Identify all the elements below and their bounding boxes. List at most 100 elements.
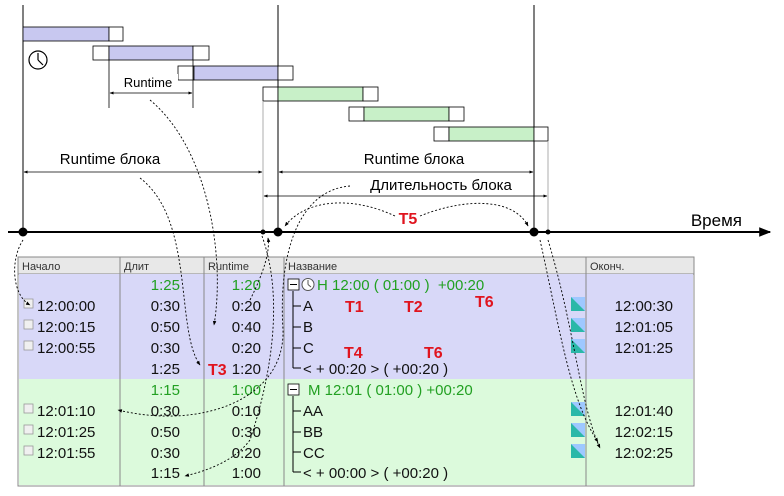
block2-row-bb[interactable]: 12:01:25 0:50 0:30 BB 12:02:15 <box>23 423 673 441</box>
row-end: 12:00:30 <box>615 298 673 315</box>
task-bar-a <box>22 26 110 42</box>
header-runtime[interactable]: Runtime <box>208 261 249 273</box>
time-axis-label: Время <box>691 211 742 230</box>
block2-row-aa[interactable]: 12:01:10 0:30 0:10 AA 12:01:40 <box>23 402 673 420</box>
task-bar-aa-tail <box>362 86 379 102</box>
axis-point-block2-start <box>273 227 283 237</box>
row-start: 12:01:55 <box>37 445 95 462</box>
block2-tree-lines <box>292 396 301 473</box>
row-checkbox[interactable] <box>23 340 34 351</box>
axis-point-block2-end <box>545 229 551 235</box>
row-start: 12:00:15 <box>37 319 95 336</box>
duration-block-label: Длительность блока <box>370 177 512 194</box>
runtime-block-right-label: Runtime блока <box>364 151 465 168</box>
row-end: 12:02:15 <box>615 424 673 441</box>
marker-t2: T2 <box>404 299 423 316</box>
t5-arrow-right <box>419 202 529 227</box>
row-end: 12:01:25 <box>615 340 673 357</box>
row-name: AA <box>303 403 323 420</box>
row-status-icon <box>571 318 585 332</box>
row-duration: 0:30 <box>151 298 180 315</box>
column-separators <box>119 257 587 486</box>
row-runtime: 0:10 <box>232 403 261 420</box>
row-end: 12:01:40 <box>615 403 673 420</box>
block1-footer-name: < + 00:20 > ( +00:20 ) <box>303 361 448 378</box>
row-checkbox[interactable] <box>23 424 34 435</box>
row-start: 12:01:25 <box>37 424 95 441</box>
block2-footer-runtime: 1:00 <box>232 465 261 482</box>
header-duration[interactable]: Длит <box>124 261 149 273</box>
row-duration: 0:30 <box>151 403 180 420</box>
row-start: 12:00:00 <box>37 298 95 315</box>
header-name[interactable]: Название <box>288 261 337 273</box>
task-bar-b-tail <box>192 45 210 61</box>
block2-row-cc[interactable]: 12:01:55 0:30 0:20 CC 12:02:25 <box>23 444 673 462</box>
connector-duration-to-row <box>117 185 351 417</box>
task-bar-c-pre <box>177 65 195 81</box>
block2-collapse-toggle[interactable] <box>287 383 300 396</box>
connector-runtime-block-to-t3 <box>139 177 201 366</box>
t5-marker: T5 <box>399 211 418 228</box>
row-runtime: 0:40 <box>232 319 261 336</box>
row-checkbox[interactable] <box>23 319 34 330</box>
axis-point-start <box>18 227 28 237</box>
block1-collapse-toggle[interactable] <box>287 278 300 291</box>
row-status-icon <box>571 402 585 416</box>
connector-axis-to-end2 <box>547 239 601 449</box>
row-runtime: 0:30 <box>232 424 261 441</box>
row-name: A <box>303 298 313 315</box>
block1-row-b[interactable]: 12:00:15 0:50 0:40 B 12:01:05 <box>23 318 673 336</box>
block1-clock-icon <box>301 278 315 291</box>
task-bar-bb-pre <box>348 106 365 122</box>
task-bar-c-tail <box>277 65 294 81</box>
connector-axis-to-end <box>539 239 599 443</box>
row-status-icon <box>571 297 585 311</box>
connector-block1-runtime-end <box>249 237 271 301</box>
block1-summary-duration: 1:25 <box>151 277 180 294</box>
block1-summary-runtime: 1:20 <box>232 277 261 294</box>
row-status-icon <box>571 444 585 458</box>
row-status-icon <box>571 423 585 437</box>
connector-start-to-row <box>14 239 31 306</box>
block2-footer-name: < + 00:00 > ( +00:20 ) <box>303 465 448 482</box>
marker-t4: T4 <box>344 345 363 362</box>
row-start: 12:01:10 <box>37 403 95 420</box>
clock-icon <box>28 50 48 70</box>
connector-runtime-to-b <box>149 99 218 326</box>
block2-footer-duration: 1:15 <box>151 465 180 482</box>
connector-arrows <box>14 99 601 477</box>
row-checkbox[interactable] <box>23 403 34 414</box>
task-bar-aa-pre <box>262 86 279 102</box>
header-end[interactable]: Оконч. <box>590 261 624 273</box>
task-bar-aa <box>277 86 364 102</box>
marker-t6b: T6 <box>424 345 443 362</box>
block1-footer-duration: 1:25 <box>151 361 180 378</box>
gantt-bars-block2 <box>262 86 549 142</box>
row-name: B <box>303 319 313 336</box>
block2-summary-name: М 12:01 ( 01:00 ) +00:20 <box>308 382 473 399</box>
row-duration: 0:50 <box>151 424 180 441</box>
axis-point-block2-runtime-end <box>529 227 539 237</box>
task-bar-b-pre <box>92 45 110 61</box>
row-duration: 0:50 <box>151 319 180 336</box>
task-bar-b <box>108 45 194 61</box>
task-bar-cc-tail <box>533 126 549 142</box>
block2-summary-runtime: 1:00 <box>232 382 261 399</box>
row-runtime: 0:20 <box>232 340 261 357</box>
block1-row-c[interactable]: 12:00:55 0:30 0:20 C 12:01:25 <box>23 339 673 357</box>
task-bar-bb <box>363 106 450 122</box>
block1-tree-lines <box>292 291 301 369</box>
block2-summary-duration: 1:15 <box>151 382 180 399</box>
row-checkbox[interactable] <box>23 298 34 309</box>
row-end: 12:01:05 <box>615 319 673 336</box>
task-bar-cc <box>448 126 535 142</box>
task-bar-cc-pre <box>433 126 450 142</box>
row-duration: 0:30 <box>151 340 180 357</box>
block1-summary-name: Н 12:00 ( 01:00 ) +00:20 <box>317 277 484 294</box>
header-start[interactable]: Начало <box>22 261 60 273</box>
row-name: BB <box>303 424 323 441</box>
marker-t1: T1 <box>345 299 364 316</box>
row-checkbox[interactable] <box>23 445 34 456</box>
task-bar-c <box>193 65 279 81</box>
